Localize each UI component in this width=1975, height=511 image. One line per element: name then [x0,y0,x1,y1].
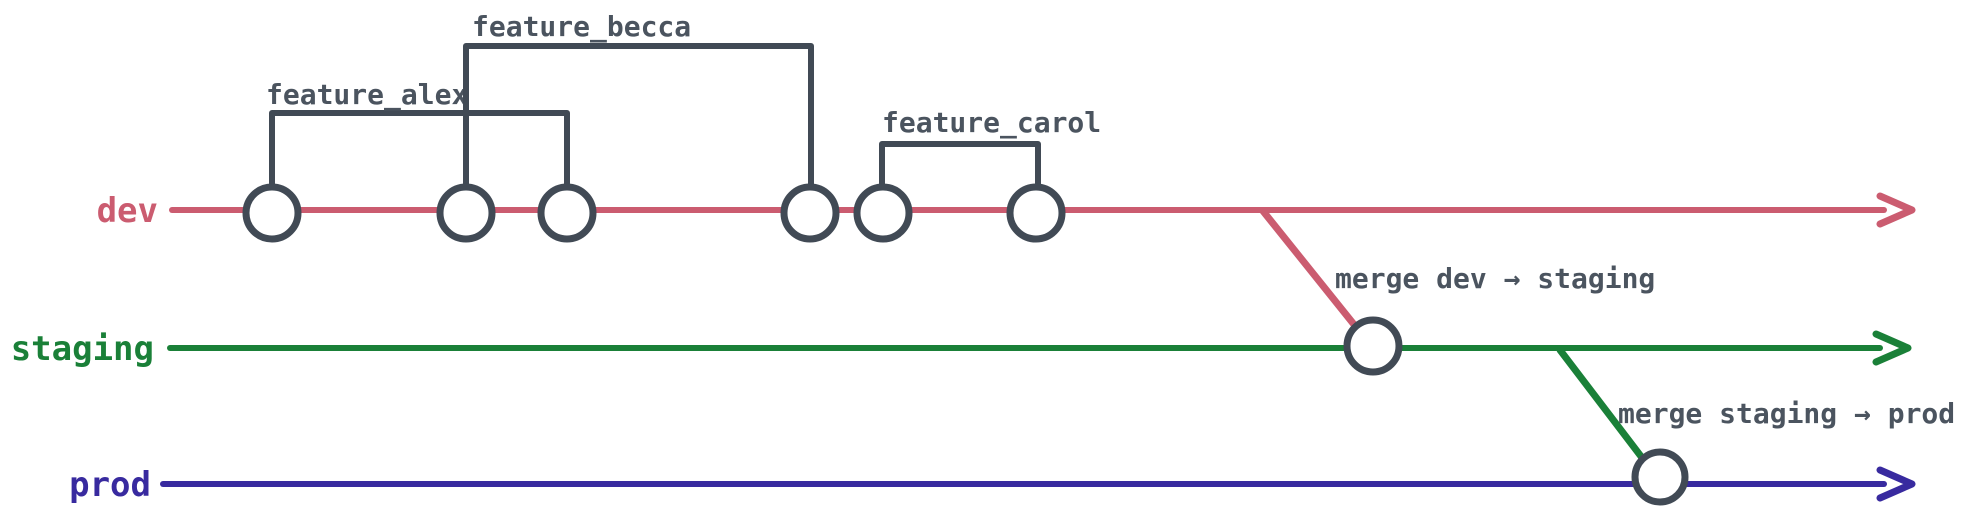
feature-bracket-carol [879,141,1041,193]
commit-node [1006,183,1066,243]
merge-line-dev-staging [1259,207,1360,331]
feature-bracket-alex [269,110,570,191]
feature-bracket-becca [463,43,814,191]
feature-label-carol: feature_carol [882,106,1101,139]
merge-label-staging-prod: merge staging → prod [1618,397,1955,430]
arrowhead-prod-icon [1876,466,1916,502]
feature-label-alex: feature_alex [266,78,468,111]
branch-label-staging: staging [11,329,154,369]
branch-label-dev: dev [97,191,158,231]
commit-node [853,183,913,243]
commit-node-merge-staging [1343,316,1403,376]
commit-node [780,183,840,243]
commit-node-merge-prod [1631,448,1689,506]
commit-node [242,183,302,243]
merge-label-dev-staging: merge dev → staging [1335,262,1655,295]
commit-node [537,183,597,243]
commit-node [436,183,496,243]
feature-label-becca: feature_becca [472,10,691,43]
merge-line-staging-prod [1556,346,1647,463]
arrowhead-dev-icon [1876,192,1916,228]
branch-label-prod: prod [69,465,151,505]
arrowhead-staging-icon [1872,330,1912,366]
